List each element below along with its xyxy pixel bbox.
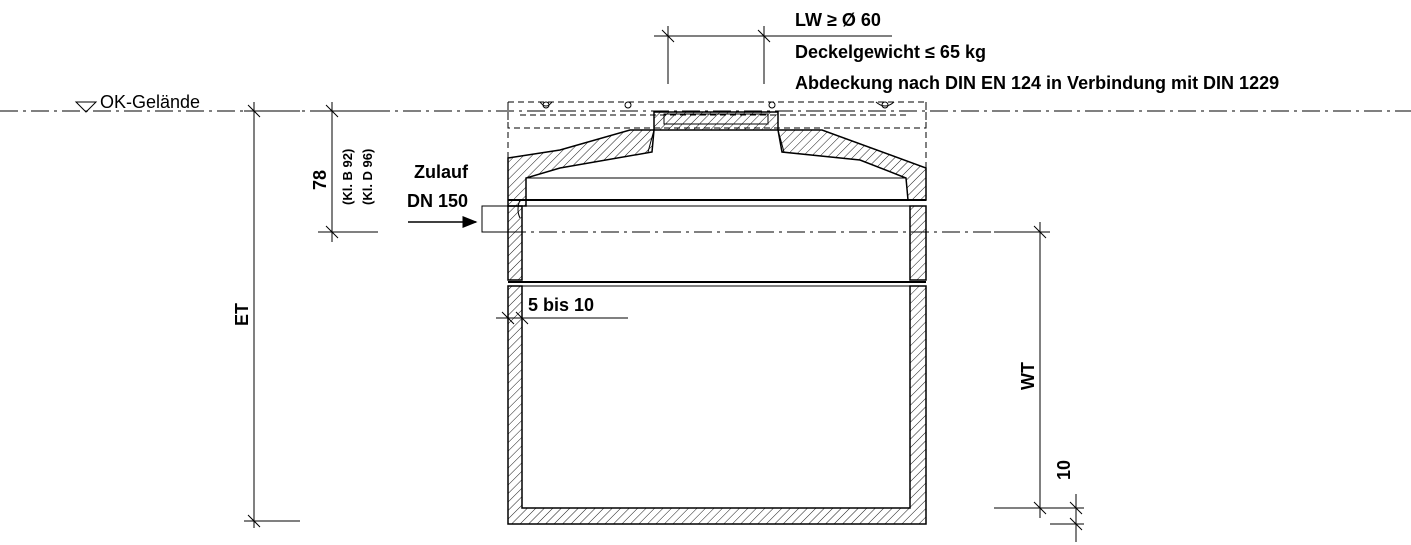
gap-label: 5 bis 10 xyxy=(528,295,594,315)
ring-section xyxy=(507,205,927,287)
et-dimension xyxy=(244,102,300,528)
wt-label: WT xyxy=(1018,362,1038,390)
gap-dimension xyxy=(496,286,628,326)
base-10-dimension xyxy=(1050,494,1084,542)
class-d-label: (Kl. D 96) xyxy=(360,149,375,205)
et-label: ET xyxy=(232,303,252,326)
cone-section xyxy=(507,129,927,207)
inlet-diameter-label: DN 150 xyxy=(407,191,468,211)
ground-label: OK-Gelände xyxy=(100,92,200,112)
inlet-pipe xyxy=(481,199,523,233)
lid-weight-label: Deckelgewicht ≤ 65 kg xyxy=(795,42,986,62)
base-10-label: 10 xyxy=(1054,460,1074,480)
class-b-label: (Kl. B 92) xyxy=(340,149,355,205)
lw-dimension xyxy=(654,26,892,84)
height-78-dimension xyxy=(318,102,378,242)
inlet-label: Zulauf xyxy=(414,162,469,182)
base-section xyxy=(507,285,927,525)
height-78-label: 78 xyxy=(310,170,330,190)
wt-dimension xyxy=(994,222,1050,518)
manhole-lid xyxy=(653,111,779,131)
ground-triangle-icon xyxy=(74,101,98,113)
cover-standard-label: Abdeckung nach DIN EN 124 in Verbindung … xyxy=(795,73,1279,93)
lw-label: LW ≥ Ø 60 xyxy=(795,10,881,30)
